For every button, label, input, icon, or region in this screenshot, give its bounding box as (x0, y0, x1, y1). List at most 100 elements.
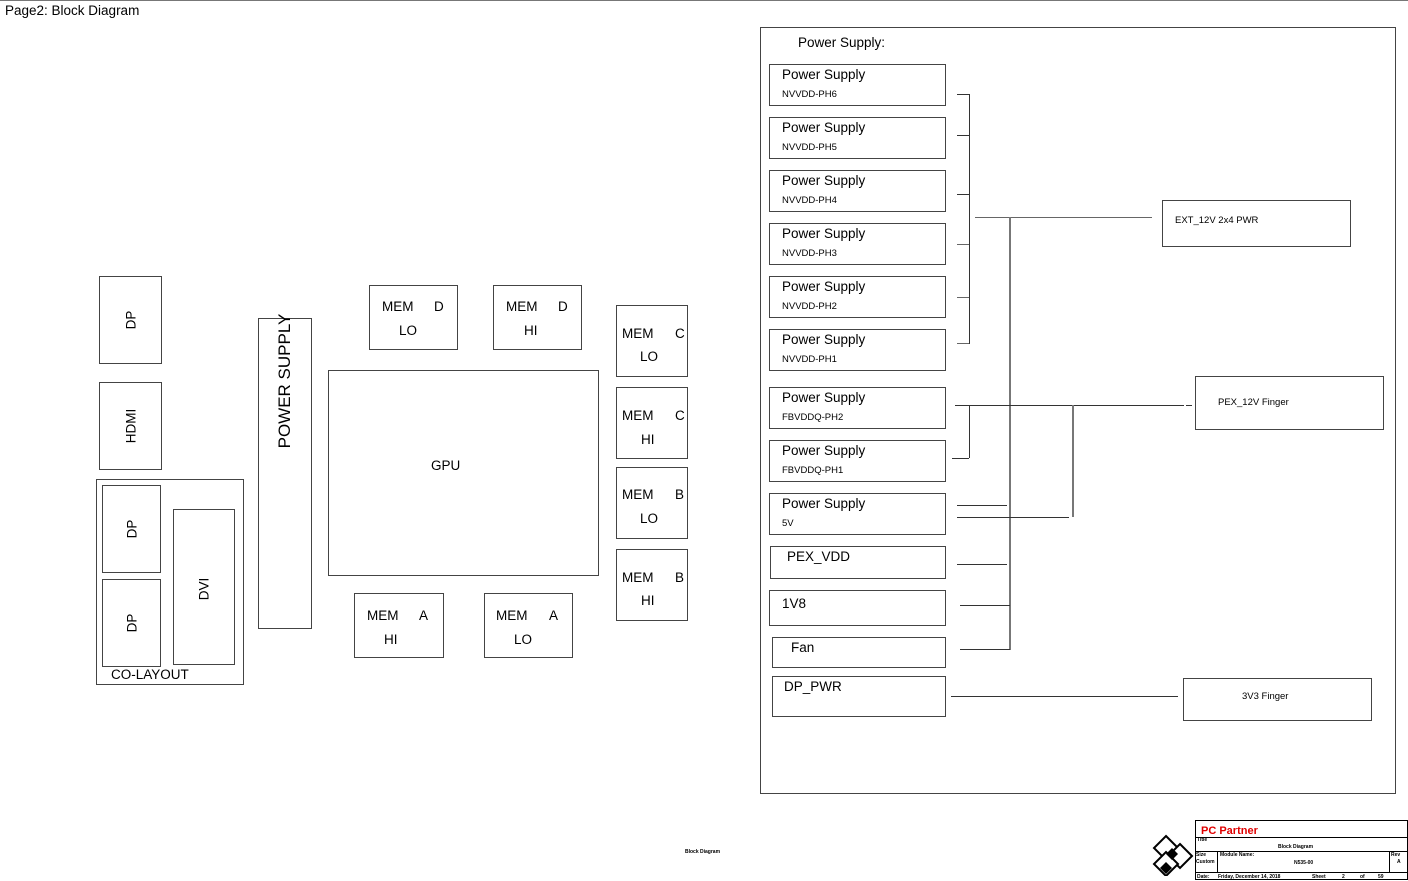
wire (960, 605, 1010, 606)
wire (957, 297, 969, 298)
supply-rail: NVVDD-PH4 (782, 195, 837, 206)
memory-bank: LO (640, 511, 659, 526)
memory-name: MEM (506, 299, 538, 314)
rail-label: 1V8 (782, 596, 807, 611)
memory-channel: D (558, 299, 568, 314)
supply-rail: 5V (782, 518, 794, 529)
memory-block[interactable]: MEM D LO (369, 285, 458, 350)
power-supply-box[interactable]: Power Supply NVVDD-PH6 (769, 64, 946, 106)
source-label: EXT_12V 2x4 PWR (1175, 215, 1259, 226)
supply-title: Power Supply (782, 496, 866, 511)
supply-title: Power Supply (782, 332, 866, 347)
supply-title: Power Supply (782, 443, 866, 458)
memory-block[interactable]: MEM D HI (493, 285, 582, 350)
power-supply-box[interactable]: Power Supply FBVDDQ-PH2 (769, 387, 946, 429)
wire (1186, 405, 1192, 406)
wire (955, 405, 1184, 406)
memory-block[interactable]: MEM C LO (616, 305, 688, 377)
supply-rail: NVVDD-PH1 (782, 354, 837, 365)
wire (957, 564, 1007, 565)
sheet-total: 59 (1378, 874, 1384, 880)
power-supply-box[interactable]: Power Supply NVVDD-PH2 (769, 276, 946, 318)
memory-name: MEM (367, 608, 399, 623)
memory-bank: HI (641, 593, 655, 608)
power-panel-heading: Power Supply: (798, 35, 886, 50)
supply-title: Power Supply (782, 173, 866, 188)
rail-box[interactable]: 1V8 (769, 590, 946, 626)
memory-name: MEM (622, 408, 654, 423)
memory-block[interactable]: MEM B HI (616, 549, 688, 621)
wire (969, 405, 970, 458)
pc-partner-logo-icon (1152, 834, 1194, 878)
rail-label: PEX_VDD (787, 549, 851, 564)
wire (960, 649, 1010, 650)
memory-channel: C (675, 408, 685, 423)
module-value: N535-00 (1294, 860, 1314, 866)
rail-box[interactable]: DP_PWR (772, 676, 946, 717)
power-supply-box[interactable]: Power Supply NVVDD-PH4 (769, 170, 946, 212)
wire (957, 194, 969, 195)
rail-box[interactable]: PEX_VDD (770, 546, 946, 579)
connector-label: DVI (196, 577, 212, 601)
gpu-label: GPU (431, 458, 461, 473)
memory-channel: D (434, 299, 444, 314)
memory-channel: C (675, 326, 685, 341)
module-label: Module Name: (1220, 852, 1255, 858)
wire (951, 696, 1178, 697)
supply-title: Power Supply (782, 67, 866, 82)
rail-box[interactable]: Fan (772, 637, 946, 668)
wire (957, 135, 969, 136)
size-label: Size (1196, 852, 1207, 858)
sheet-label: Sheet (1312, 874, 1326, 880)
rail-label: DP_PWR (784, 679, 842, 694)
source-3v3[interactable]: 3V3 Finger (1183, 678, 1372, 721)
memory-bank: LO (640, 349, 659, 364)
colayout-group[interactable]: DP DP DVI CO-LAYOUT (96, 479, 244, 685)
connector-dp[interactable]: DP (102, 485, 161, 573)
power-supply-block[interactable]: POWER SUPPLY (258, 314, 312, 629)
power-supply-box[interactable]: Power Supply NVVDD-PH3 (769, 223, 946, 265)
source-ext-12v[interactable]: EXT_12V 2x4 PWR (1162, 200, 1351, 247)
power-supply-box[interactable]: Power Supply NVVDD-PH1 (769, 329, 946, 371)
gpu-block[interactable]: GPU (328, 370, 599, 576)
wire (969, 94, 970, 344)
supply-rail: NVVDD-PH3 (782, 248, 837, 259)
memory-block[interactable]: MEM A LO (484, 593, 573, 658)
memory-channel: A (549, 608, 559, 623)
supply-rail: FBVDDQ-PH2 (782, 412, 844, 423)
wire (957, 517, 1069, 518)
memory-channel: A (419, 608, 429, 623)
power-supply-label: POWER SUPPLY (275, 313, 294, 449)
memory-block[interactable]: MEM A HI (354, 593, 444, 658)
memory-block[interactable]: MEM B LO (616, 467, 688, 539)
connector-dp[interactable]: DP (102, 579, 161, 667)
memory-name: MEM (622, 326, 654, 341)
wire (975, 217, 1152, 218)
footer-caption: Block Diagram (685, 849, 721, 855)
date-value: Friday, December 14, 2018 (1218, 874, 1281, 880)
supply-title: Power Supply (782, 279, 866, 294)
supply-title: Power Supply (782, 390, 866, 405)
memory-bank: LO (399, 323, 418, 338)
power-supply-box[interactable]: Power Supply FBVDDQ-PH1 (769, 440, 946, 482)
rev-label: Rev (1391, 852, 1401, 858)
memory-name: MEM (622, 487, 654, 502)
power-supply-box[interactable]: Power Supply 5V (769, 493, 946, 535)
title-label: Title (1197, 837, 1208, 843)
connector-label: DP (124, 613, 140, 633)
wire (957, 94, 969, 95)
rev-value: A (1397, 859, 1401, 865)
power-supply-box[interactable]: Power Supply NVVDD-PH5 (769, 117, 946, 159)
connector-dvi[interactable]: DVI (173, 509, 235, 665)
supply-rail: NVVDD-PH5 (782, 142, 837, 153)
size-value: Custom (1196, 859, 1215, 865)
title-block: PC Partner Title Block Diagram Size Cust… (1195, 820, 1408, 880)
connector-hdmi[interactable]: HDMI (99, 382, 162, 470)
memory-block[interactable]: MEM C HI (616, 387, 688, 459)
wire (1009, 217, 1011, 650)
date-label: Date: (1197, 874, 1210, 880)
source-pex-12v[interactable]: PEX_12V Finger (1195, 376, 1384, 430)
company-name: PC Partner (1201, 825, 1258, 837)
wire (957, 505, 1007, 506)
connector-dp[interactable]: DP (99, 276, 162, 364)
